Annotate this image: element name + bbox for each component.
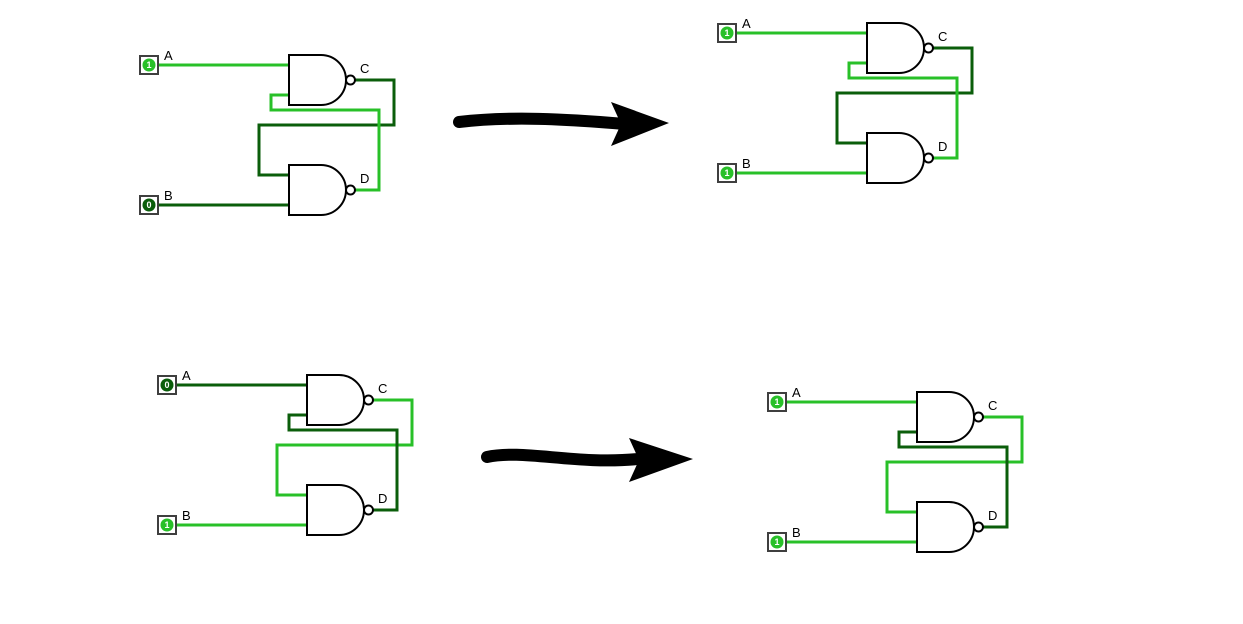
pin-a-state-dot xyxy=(142,58,156,72)
circuit-sr-latch-4: 1 1 A B C D xyxy=(767,385,1024,553)
wire-net-d-feedback xyxy=(287,413,399,512)
inverter-bubble xyxy=(923,152,934,164)
input-pin-b[interactable]: 1 xyxy=(717,163,737,183)
transition-arrow-top-icon xyxy=(453,102,669,146)
pin-a-value: 1 xyxy=(774,397,779,407)
label-a: A xyxy=(182,368,191,383)
transition-arrow-bottom-icon xyxy=(481,438,693,482)
pin-b-value: 1 xyxy=(164,520,169,530)
pin-a-state-dot xyxy=(720,26,734,40)
label-c: C xyxy=(938,29,947,44)
label-b: B xyxy=(742,156,751,171)
inverter-bubble xyxy=(973,521,984,533)
pin-b-value: 0 xyxy=(146,200,151,210)
pin-a-value: 0 xyxy=(164,380,169,390)
nand-gate-d xyxy=(288,164,356,216)
label-a: A xyxy=(792,385,801,400)
label-a: A xyxy=(164,48,173,63)
inverter-bubble xyxy=(345,74,356,86)
pin-b-state-dot xyxy=(160,518,174,532)
wire-net-c-feedback xyxy=(835,46,974,145)
label-d: D xyxy=(378,491,387,506)
circuit-sr-latch-1: 1 0 A B C D xyxy=(139,48,396,216)
label-c: C xyxy=(988,398,997,413)
nand-gate-c xyxy=(866,22,934,74)
pin-a-state-dot xyxy=(770,395,784,409)
wire-net-d-feedback xyxy=(847,61,959,160)
input-pin-a[interactable]: 0 xyxy=(157,375,177,395)
nand-gate-c xyxy=(288,54,356,106)
inverter-bubble xyxy=(363,394,374,406)
label-b: B xyxy=(182,508,191,523)
nand-gate-c xyxy=(306,374,374,426)
input-pin-b[interactable]: 1 xyxy=(157,515,177,535)
label-b: B xyxy=(164,188,173,203)
input-pin-b[interactable]: 0 xyxy=(139,195,159,215)
nand-gate-c xyxy=(916,391,984,443)
inverter-bubble xyxy=(973,411,984,423)
label-c: C xyxy=(378,381,387,396)
inverter-bubble xyxy=(363,504,374,516)
input-pin-a[interactable]: 1 xyxy=(767,392,787,412)
nand-gate-d xyxy=(866,132,934,184)
label-a: A xyxy=(742,16,751,31)
pin-a-value: 1 xyxy=(724,28,729,38)
inverter-bubble xyxy=(923,42,934,54)
pin-b-value: 1 xyxy=(774,537,779,547)
wire-net-c-feedback xyxy=(275,398,414,497)
wire-net-d-feedback xyxy=(269,93,381,192)
input-pin-a[interactable]: 1 xyxy=(139,55,159,75)
pin-b-state-dot xyxy=(720,166,734,180)
pin-b-state-dot xyxy=(142,198,156,212)
circuit-sr-latch-3: 0 1 A B C D xyxy=(157,368,414,536)
input-pin-a[interactable]: 1 xyxy=(717,23,737,43)
label-d: D xyxy=(360,171,369,186)
label-b: B xyxy=(792,525,801,540)
inverter-bubble xyxy=(345,184,356,196)
label-d: D xyxy=(988,508,997,523)
label-d: D xyxy=(938,139,947,154)
wire-net-c-feedback xyxy=(257,78,396,177)
nand-gate-d xyxy=(916,501,984,553)
wire-net-d-feedback xyxy=(897,430,1009,529)
input-pin-b[interactable]: 1 xyxy=(767,532,787,552)
pin-a-state-dot xyxy=(160,378,174,392)
label-c: C xyxy=(360,61,369,76)
pin-b-state-dot xyxy=(770,535,784,549)
wire-net-c-feedback xyxy=(885,415,1024,514)
pin-a-value: 1 xyxy=(146,60,151,70)
circuit-sr-latch-2: 1 1 A B C D xyxy=(717,16,974,184)
nand-gate-d xyxy=(306,484,374,536)
pin-b-value: 1 xyxy=(724,168,729,178)
